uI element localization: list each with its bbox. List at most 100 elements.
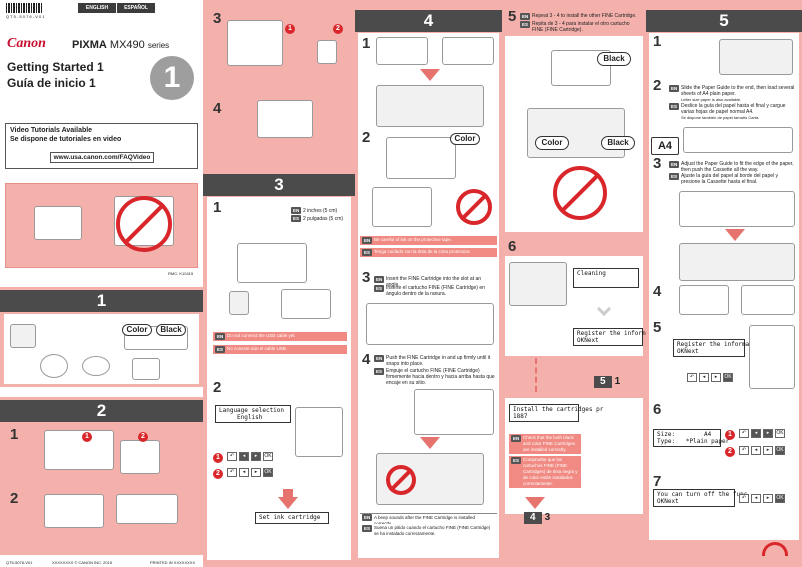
ink-warning-en: Be careful of ink on the protective tape… [360,236,497,245]
model-name: PIXMA MX490 series [72,39,170,51]
footer-left: QT5-5076-V01 [6,560,33,565]
printer-front-illustration [281,289,331,319]
left-button[interactable]: ◂ [751,446,761,455]
down-arrow [420,69,440,81]
step3-text-en: Adjust the Paper Guide to fit the edge o… [681,161,794,173]
open-cover-illustration [44,494,104,528]
ok-button[interactable]: OK [263,468,273,477]
open-scanner-2-illustration [442,37,494,65]
video-url-box[interactable]: www.usa.canon.com/FAQVideo [50,152,154,163]
es-chip: ES [362,525,373,532]
step3-text-es: Inserte el cartucho FINE (FINE Cartridge… [386,285,485,297]
arrow-buttons-row: ↶ ◂ ▸ OK [739,429,785,439]
left-button[interactable]: ◂ [751,494,761,503]
barcode [6,3,42,13]
bin-illustration [317,40,337,64]
step-3-label: 3 [653,155,662,172]
callout-1: 1 [725,430,735,440]
right-button[interactable]: ▸ [763,494,773,503]
left-button[interactable]: ◂ [239,452,249,461]
beep-note-en: A beep sounds after the FINE Cartridge i… [360,513,497,526]
right-button[interactable]: ▸ [251,452,261,461]
section-4-body: 1 2 Color Be careful of ink on the prote… [358,33,499,558]
down-arrow [420,437,440,449]
en-chip: EN [669,161,680,168]
lcd-cleaning: Cleaning [573,268,639,288]
left-button[interactable]: ◂ [699,373,709,382]
step-1-label: 1 [362,35,371,52]
step2-note-es: Se dispone también de papel tamaño Carta… [681,115,760,120]
es-chip: ES [215,346,226,353]
en-chip: EN [362,514,373,521]
left-button[interactable]: ◂ [751,429,761,438]
extend-tray-illustration [679,285,729,315]
back-button[interactable]: ↶ [739,429,749,438]
es-chip: ES [669,103,680,110]
callout-2: 2 [138,432,148,442]
check-note-en: Check that the both black and color FINE… [509,434,581,454]
usb-warning-es: No conecte aún el cable USB. [213,345,347,354]
color-cartridge-label: Color [122,324,152,336]
prohibited-icon [116,196,172,252]
es-chip: ES [520,21,531,28]
phone-cable-illustration [82,356,110,376]
step-2-label: 2 [10,490,19,507]
step2-text-en: Slide the Paper Guide to the end, then l… [681,85,795,97]
lcd-size-type: Size: A4 Type: *Plain paper [653,429,729,447]
es-chip: ES [374,285,385,292]
ok-button[interactable]: OK [775,494,785,503]
step2-note-en: Letter size paper is also available. [681,97,742,102]
callout-1: 1 [285,24,295,34]
section-5-header: 5 [646,10,802,32]
video-box: Video Tutorials Available Se dispone de … [5,123,198,169]
en-chip: EN [215,333,226,340]
step-2-label: 2 [213,379,222,396]
ok-buttons-row: ↶ ◂ ▸ OK [739,494,785,504]
canon-logo: Canon [7,36,46,51]
section-3-body: 1 EN 2 inches (5 cm) ES 2 pulgadas (5 cm… [207,197,351,560]
ok-button[interactable]: OK [775,446,785,455]
right-button[interactable]: ▸ [763,446,773,455]
step-5-label: 5 [508,8,517,25]
beep-note-es: Suena un pitido cuando el cartucho FINE … [360,524,497,537]
right-button[interactable]: ▸ [711,373,721,382]
back-button[interactable]: ↶ [739,446,749,455]
ok-buttons-row: ↶ ◂ ▸ OK [227,468,273,478]
ok-button[interactable]: OK [723,373,733,382]
back-button[interactable]: ↶ [687,373,697,382]
push-cassette-illustration [679,243,795,281]
left-button[interactable]: ◂ [239,468,249,477]
warning-illustration [5,183,198,268]
step3-text-es: Ajuste la guía del papel al borde del pa… [681,173,779,185]
right-button[interactable]: ▸ [763,429,773,438]
es-chip: ES [362,249,373,256]
step-2-label: 2 [362,129,371,146]
open-extension-illustration [741,285,795,315]
color-cartridge-label: Color [450,133,480,145]
pull-cassette-illustration [719,39,793,75]
black-cartridge-label: Black [597,52,631,66]
guide-number-badge: 1 [150,56,194,100]
tape-removal-illustration [120,440,160,474]
en-chip: EN [374,276,385,283]
power-connect-illustration [237,243,307,283]
back-button[interactable]: ↶ [739,494,749,503]
es-chip: ES [291,215,302,222]
lcd-install-cartridges: Install the cartridges pr 1887 [509,404,603,422]
step-3-label: 3 [362,269,371,286]
barcode-text: Q T 5 - 5 0 7 6 - V 0 1 [6,14,45,19]
prohibited-icon [386,465,416,495]
right-button[interactable]: ▸ [251,468,261,477]
step-1-label: 1 [213,199,222,216]
back-button[interactable]: ↶ [227,468,237,477]
ok-button[interactable]: OK [775,429,785,438]
ok-button[interactable]: OK [263,452,273,461]
section-4-header: 4 [355,10,502,32]
en-chip: EN [669,85,680,92]
step-4-label: 4 [213,100,222,117]
dashed-arrow [535,358,537,392]
back-button[interactable]: ↶ [227,452,237,461]
lcd-set-ink-cartridge: Set ink cartridge [255,512,329,524]
